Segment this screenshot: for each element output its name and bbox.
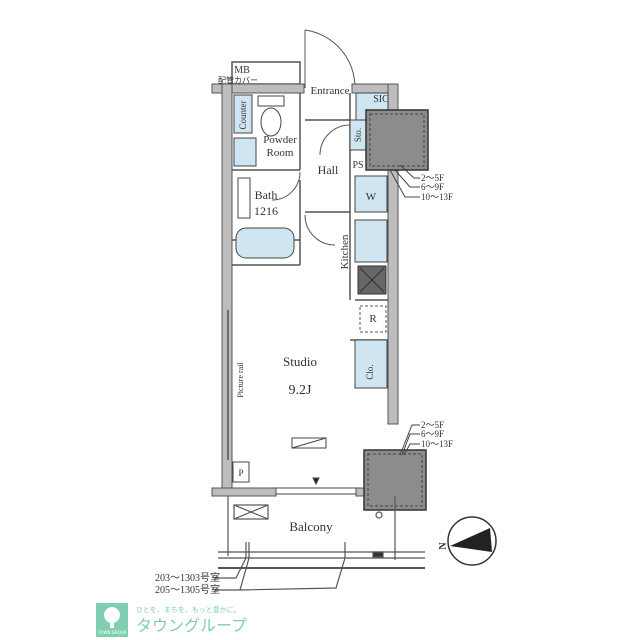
window: [276, 477, 356, 495]
counter-label: Counter: [238, 101, 248, 130]
studio-size-label: 9.2J: [289, 383, 313, 398]
closet-label: Clo.: [365, 364, 375, 379]
bath-label: Bath: [255, 188, 278, 202]
floor-notes-lower: 2～5F 6～9F 10～13F: [421, 420, 453, 449]
room-note-1: 203～1303号室: [155, 571, 220, 584]
sink: [233, 137, 257, 167]
floor-note: 10～13F: [421, 192, 453, 202]
pillars: [363, 109, 429, 511]
counter: [233, 94, 253, 134]
washer-label: W: [366, 191, 377, 203]
town-group-logo: TOWN GROUP ひとを、まちを、もっと豊かに。 タウングループ: [96, 603, 247, 637]
fixtures: [233, 92, 389, 389]
compass-label: N: [438, 542, 449, 550]
sic-label: SIC: [373, 94, 389, 105]
washer-pan: [354, 175, 388, 213]
powder-room-label-2: Room: [267, 147, 294, 159]
mb-label: MB: [234, 65, 250, 76]
bathtub: [235, 227, 295, 259]
logo-name: タウングループ: [136, 616, 247, 635]
floor-note: 6～9F: [421, 429, 444, 439]
floor-note: 2～5F: [421, 173, 444, 183]
logo-tagline: ひとを、まちを、もっと豊かに。: [136, 605, 241, 614]
floor-note: 2～5F: [421, 420, 444, 430]
bath-bench: [237, 177, 251, 219]
balcony-label: Balcony: [289, 519, 333, 534]
p-label: P: [238, 468, 243, 478]
studio-label: Studio: [283, 354, 317, 369]
storage-label: Sto.: [353, 128, 363, 142]
closet: [354, 339, 388, 389]
toilet: [257, 95, 285, 137]
floor-note: 10～13F: [421, 439, 453, 449]
north-compass-icon: N: [438, 516, 497, 566]
stove: [357, 265, 387, 295]
room-note-2: 205～1305号室: [155, 583, 220, 596]
aircon: [291, 437, 327, 449]
refrigerator-label: R: [369, 313, 377, 325]
ps-label: PS: [352, 160, 363, 171]
entrance-door: [304, 29, 356, 89]
powder-room-label-1: Powder: [263, 134, 297, 146]
floor-notes-upper: 2～5F 6～9F 10～13F: [421, 173, 453, 202]
floor-note-leaders: [389, 164, 420, 456]
balcony: [215, 496, 425, 591]
hall-label: Hall: [318, 163, 339, 177]
walls: [211, 83, 399, 497]
floor-note: 6～9F: [421, 182, 444, 192]
p-box: [232, 461, 250, 483]
kitchen-sink: [354, 219, 388, 263]
bath-size-label: 1216: [254, 204, 278, 218]
entrance-label: Entrance: [310, 85, 349, 97]
kitchen-label: Kitchen: [339, 234, 351, 269]
interior-doors: [271, 124, 351, 246]
picture-rail-label: Picture rail: [236, 362, 245, 398]
pipe-cover-label: 配管カバー: [218, 75, 258, 85]
refrigerator-space: [359, 305, 387, 333]
logo-mark-text: TOWN GROUP: [97, 630, 127, 635]
